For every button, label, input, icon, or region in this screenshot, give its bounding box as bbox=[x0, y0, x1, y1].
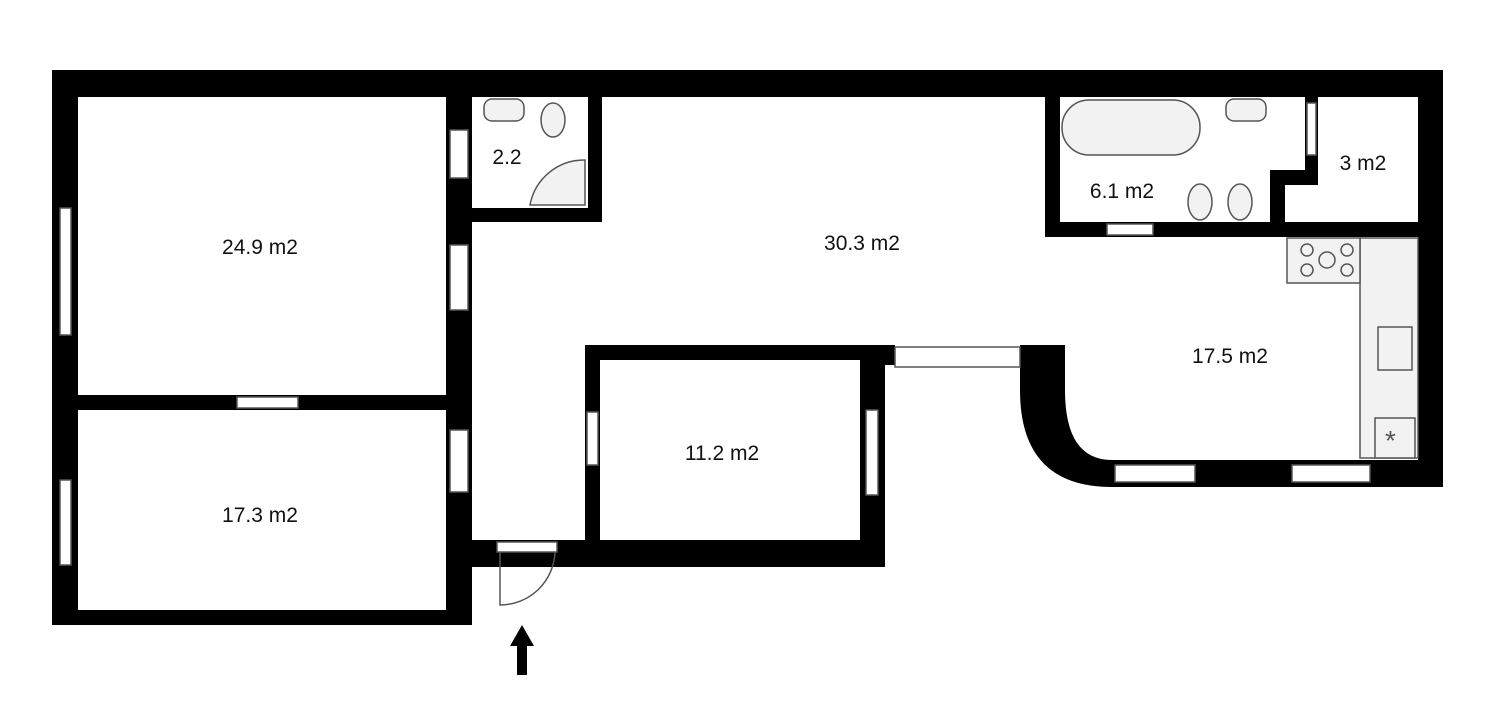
fixtures: * bbox=[483, 98, 1419, 459]
doorway bbox=[236, 396, 299, 409]
kitchen-sink-icon bbox=[1377, 326, 1413, 371]
window bbox=[1114, 464, 1196, 483]
window bbox=[894, 346, 1021, 368]
room-labels: 24.9 m2 17.3 m2 2.2 30.3 m2 11.2 m2 6.1 … bbox=[222, 146, 1386, 527]
room-area-label: 24.9 m2 bbox=[222, 236, 298, 259]
entrance-door[interactable] bbox=[496, 541, 558, 606]
doorway bbox=[449, 129, 469, 179]
window bbox=[865, 409, 879, 496]
doorway bbox=[1106, 223, 1154, 236]
doorway bbox=[449, 244, 469, 311]
doorway bbox=[449, 429, 469, 493]
bidet-icon bbox=[1187, 183, 1213, 221]
toilet-icon bbox=[540, 102, 566, 138]
shower-icon bbox=[529, 159, 586, 206]
room-area-label: 30.3 m2 bbox=[824, 232, 900, 255]
room-area-label: 3 m2 bbox=[1340, 152, 1387, 175]
sink-icon bbox=[483, 98, 525, 122]
windows-and-doors bbox=[59, 102, 1371, 606]
window bbox=[59, 207, 72, 336]
window bbox=[59, 479, 72, 566]
arrow-up-icon bbox=[510, 625, 534, 675]
room-area-label: 11.2 m2 bbox=[685, 442, 759, 465]
sink-icon bbox=[1225, 98, 1267, 122]
room-area-label: 17.3 m2 bbox=[222, 504, 298, 527]
doorway bbox=[1306, 102, 1317, 156]
fridge-icon bbox=[1374, 417, 1416, 459]
room-area-label: 6.1 m2 bbox=[1090, 180, 1154, 203]
room-area-label: 17.5 m2 bbox=[1192, 345, 1268, 368]
asterisk-icon: * bbox=[1385, 425, 1396, 456]
room-area-label: 2.2 bbox=[492, 146, 521, 169]
doorway bbox=[586, 411, 599, 466]
window bbox=[1291, 464, 1371, 483]
toilet-icon bbox=[1227, 183, 1253, 221]
bathtub-icon bbox=[1061, 99, 1201, 156]
